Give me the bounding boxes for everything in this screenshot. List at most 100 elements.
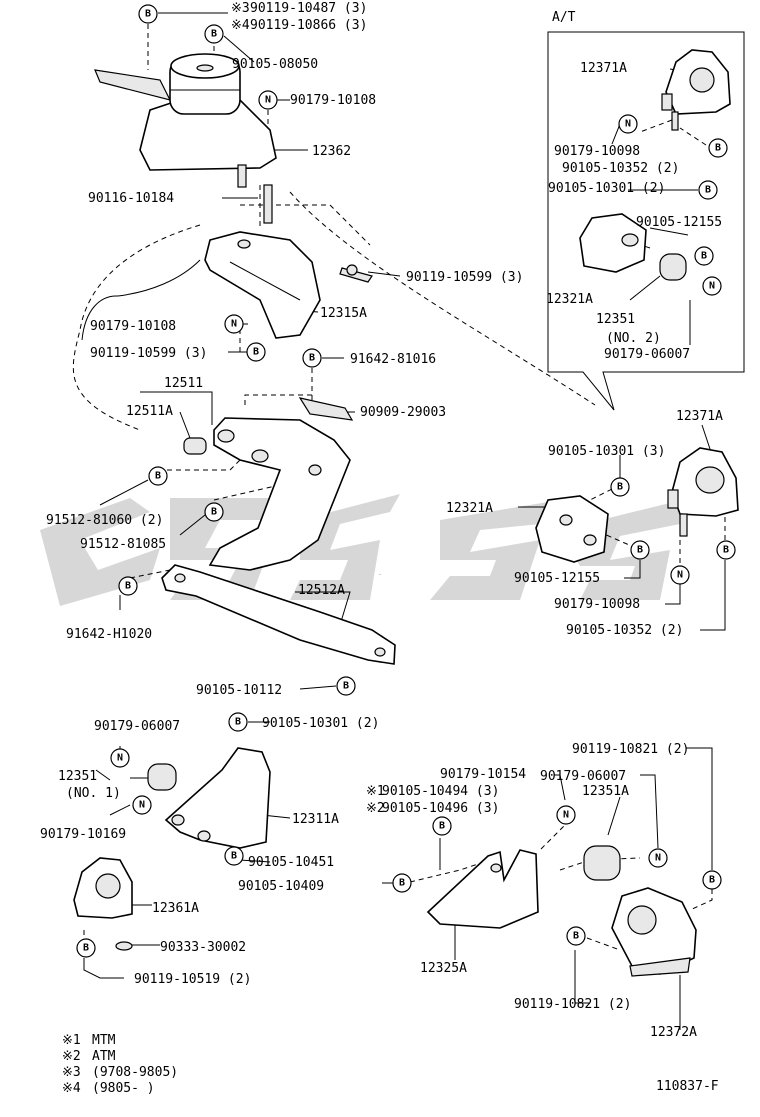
note-text: (9708-9805) (92, 1065, 178, 1080)
svg-text:N: N (625, 119, 631, 130)
callout-label: 90105-10494 (3) (382, 784, 499, 799)
callout-label: 90119-10821 (2) (572, 742, 689, 757)
svg-text:B: B (637, 545, 643, 556)
callout-label: 12351 (596, 312, 635, 327)
nut-marker: N (618, 114, 638, 134)
part-12512A (161, 564, 396, 665)
svg-text:B: B (253, 347, 259, 358)
svg-text:B: B (709, 875, 715, 886)
callout-label: 12321A (446, 501, 493, 516)
callout-mark: ※4 (231, 18, 250, 33)
callout-label: 12361A (152, 901, 199, 916)
figure-code: 110837-F (656, 1079, 719, 1094)
callout-mark: ※3 (231, 1, 250, 16)
callout-label: 90179-10108 (290, 93, 376, 108)
bolt-marker: B (432, 816, 452, 836)
callout-label: 90119-10821 (2) (514, 997, 631, 1012)
svg-text:N: N (139, 800, 145, 811)
nut-marker: N (258, 90, 278, 110)
bolt-marker: B (708, 138, 728, 158)
callout-label: (NO. 2) (606, 331, 661, 346)
svg-text:B: B (343, 681, 349, 692)
bolt-marker: B (148, 466, 168, 486)
callout-label: 90105-10301 (3) (548, 444, 665, 459)
part-12315A (204, 231, 373, 339)
bolt-marker: B (392, 873, 412, 893)
callout-label: 90105-12155 (636, 215, 722, 230)
note-text: ATM (92, 1049, 116, 1064)
svg-text:B: B (235, 717, 241, 728)
svg-text:B: B (617, 482, 623, 493)
part-12321A (535, 495, 609, 563)
callout-label: 90105-08050 (232, 57, 318, 72)
callout-label: 90179-10098 (554, 144, 640, 159)
svg-text:B: B (399, 878, 405, 889)
callout-label: 91512-81085 (80, 537, 166, 552)
bolt-marker: B (716, 540, 736, 560)
part-12372A (611, 887, 697, 977)
callout-label: 12511 (164, 376, 203, 391)
svg-text:N: N (117, 753, 123, 764)
bolt-marker: B (138, 4, 158, 24)
callout-label: 12315A (320, 306, 367, 321)
note-mark: ※1 (62, 1033, 81, 1048)
callout-label: 90179-10108 (90, 319, 176, 334)
svg-text:N: N (655, 853, 661, 864)
callout-label: 12371A (580, 61, 627, 76)
callout-labels: 90119-10487 (3) 90119-10866 (3) 90105-0805… (40, 1, 723, 1040)
callout-label: 90179-06007 (94, 719, 180, 734)
callout-label: 90105-10112 (196, 683, 282, 698)
callout-label: 90105-10352 (2) (562, 161, 679, 176)
bolt-marker: B (224, 846, 244, 866)
part-12325A (426, 849, 539, 929)
svg-text:B: B (155, 471, 161, 482)
nut-marker: N (702, 276, 722, 296)
svg-text:B: B (701, 251, 707, 262)
callout-label: 90119-10487 (3) (250, 1, 367, 16)
bolt-marker: B (204, 24, 224, 44)
callout-label: 90119-10519 (2) (134, 972, 251, 987)
note-mark: ※4 (62, 1081, 81, 1096)
callout-label: 90119-10866 (3) (250, 18, 367, 33)
part-12511 (183, 397, 354, 571)
bolt-marker: B (228, 712, 248, 732)
callout-label: 12512A (298, 583, 345, 598)
svg-text:B: B (211, 507, 217, 518)
callout-label: 90105-10451 (248, 855, 334, 870)
callout-mark: ※1 (366, 784, 385, 799)
nut-marker: N (670, 565, 690, 585)
nut-marker: N (556, 805, 576, 825)
callout-label: 90179-10098 (554, 597, 640, 612)
bolt-marker: B (698, 180, 718, 200)
callout-label: 91512-81060 (2) (46, 513, 163, 528)
bolt-marker: B (702, 870, 722, 890)
svg-text:B: B (723, 545, 729, 556)
note-text: MTM (92, 1033, 116, 1048)
bolt-marker: B (204, 502, 224, 522)
svg-text:N: N (231, 319, 237, 330)
inset-box (547, 31, 745, 411)
callout-label: 90179-10154 (440, 767, 526, 782)
callout-label: 90909-29003 (360, 405, 446, 420)
bolt-marker: B (566, 926, 586, 946)
svg-text:B: B (573, 931, 579, 942)
callout-label: 12351A (582, 784, 629, 799)
note-mark: ※2 (62, 1049, 81, 1064)
bolt-marker: B (610, 477, 630, 497)
svg-text:B: B (231, 851, 237, 862)
part-12351A (583, 845, 621, 881)
part-inset-12371A (661, 49, 731, 131)
callout-label: 90105-10301 (2) (548, 181, 665, 196)
svg-text:B: B (125, 581, 131, 592)
callout-label: 90179-10169 (40, 827, 126, 842)
callout-label: 90105-10301 (2) (262, 716, 379, 731)
callout-label: 90119-10599 (3) (90, 346, 207, 361)
bolt-marker: B (630, 540, 650, 560)
svg-text:N: N (677, 570, 683, 581)
part-12361A (73, 857, 133, 951)
callout-label: 90105-10352 (2) (566, 623, 683, 638)
